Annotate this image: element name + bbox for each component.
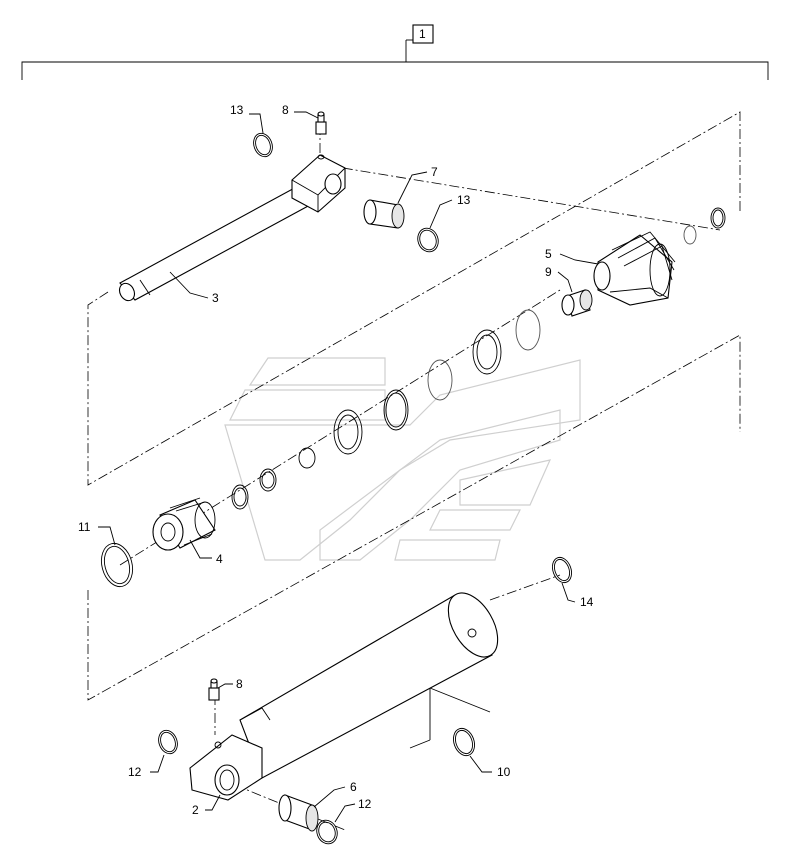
snap-ring-12-left bbox=[158, 729, 178, 755]
assembly-bracket: 1 bbox=[21, 24, 769, 80]
callout-4: 4 bbox=[216, 552, 223, 566]
callout-8-bottom: 8 bbox=[236, 677, 243, 691]
snap-ring-14 bbox=[551, 556, 573, 584]
watermark-logo bbox=[224, 357, 581, 561]
snap-ring-11 bbox=[100, 542, 134, 588]
leader-lines bbox=[98, 111, 599, 823]
center-lines bbox=[87, 111, 741, 831]
assembly-label: 1 bbox=[419, 27, 426, 41]
snap-ring-12-right bbox=[316, 819, 338, 845]
seal-rings bbox=[231, 309, 541, 510]
bushing-bottom bbox=[278, 794, 319, 832]
grease-fitting-top bbox=[315, 111, 327, 135]
callout-labels: 13 8 7 13 3 5 9 11 4 14 8 12 10 2 6 12 bbox=[78, 103, 594, 817]
cylinder-barrel bbox=[189, 592, 499, 801]
callout-13-top: 13 bbox=[230, 103, 244, 117]
callout-8-top: 8 bbox=[282, 103, 289, 117]
callout-11: 11 bbox=[78, 520, 91, 534]
callout-12-right: 12 bbox=[358, 797, 372, 811]
bushing-gland bbox=[561, 289, 593, 317]
callout-9: 9 bbox=[545, 265, 552, 279]
bushing-top bbox=[363, 199, 405, 229]
callout-2: 2 bbox=[192, 803, 199, 817]
grease-fitting-bottom bbox=[208, 678, 220, 701]
callout-14: 14 bbox=[580, 595, 594, 609]
callout-5: 5 bbox=[545, 247, 552, 261]
callout-13-mid: 13 bbox=[457, 193, 471, 207]
gland-seals bbox=[683, 207, 726, 245]
callout-10: 10 bbox=[497, 765, 511, 779]
snap-ring-mid bbox=[417, 227, 439, 253]
piston-rod bbox=[118, 154, 346, 302]
callout-6: 6 bbox=[350, 780, 357, 794]
snap-ring-top bbox=[253, 132, 273, 158]
callout-3: 3 bbox=[212, 291, 219, 305]
rod-gland bbox=[593, 231, 676, 306]
piston bbox=[152, 497, 216, 551]
callout-7: 7 bbox=[431, 165, 438, 179]
callout-12-left: 12 bbox=[128, 765, 142, 779]
o-ring-10 bbox=[453, 727, 475, 757]
